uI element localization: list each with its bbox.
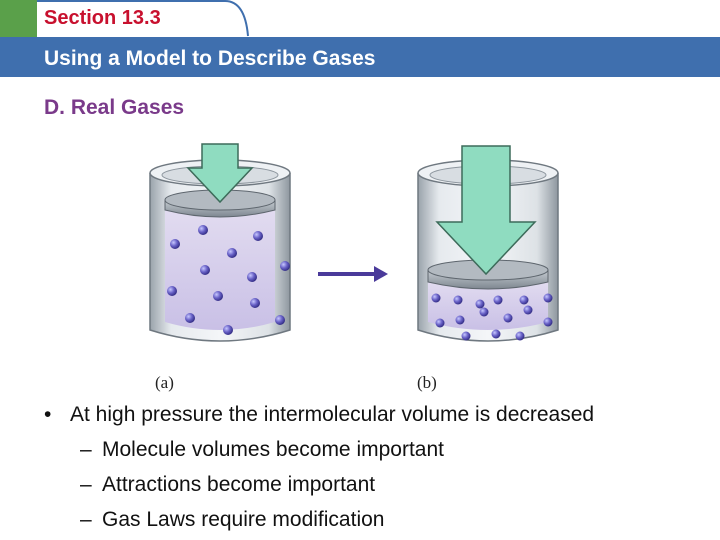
process-arrow	[318, 266, 388, 282]
pressure-arrow-a	[186, 143, 254, 204]
sub-bullet-dash: –	[80, 438, 92, 461]
gas-cylinders-illustration	[149, 143, 559, 342]
gas-compression-figure: (a) (b)	[140, 140, 580, 400]
sub-bullet-text: Molecule volumes become important	[102, 438, 444, 461]
cylinder-b	[417, 145, 559, 342]
caption-b: (b)	[417, 373, 437, 392]
sub-bullet-dash: –	[80, 473, 92, 496]
bullet-dot: •	[44, 403, 52, 426]
section-tab: Section 13.3	[0, 0, 250, 38]
caption-a: (a)	[155, 373, 174, 392]
bullet-item: • At high pressure the intermolecular vo…	[44, 400, 704, 435]
sub-bullet-item: – Gas Laws require modification	[44, 505, 704, 540]
sub-bullet-dash: –	[80, 508, 92, 531]
gas-molecules-b	[431, 293, 553, 341]
slide-title: Using a Model to Describe Gases	[44, 47, 376, 70]
bullet-list: • At high pressure the intermolecular vo…	[44, 400, 704, 540]
bullet-text: At high pressure the intermolecular volu…	[70, 403, 595, 426]
sub-bullet-text: Gas Laws require modification	[102, 508, 385, 531]
cylinder-a	[149, 143, 291, 342]
section-color-square	[0, 0, 37, 37]
pressure-arrow-b	[435, 145, 537, 276]
title-bar	[0, 37, 720, 77]
sub-bullet-item: – Molecule volumes become important	[44, 435, 704, 470]
gas-molecules-a	[167, 225, 290, 335]
slide-subheading: D. Real Gases	[44, 96, 185, 119]
sub-bullet-text: Attractions become important	[102, 473, 376, 496]
section-tab-outline	[0, 0, 249, 37]
section-label: Section 13.3	[44, 7, 161, 29]
sub-bullet-item: – Attractions become important	[44, 470, 704, 505]
